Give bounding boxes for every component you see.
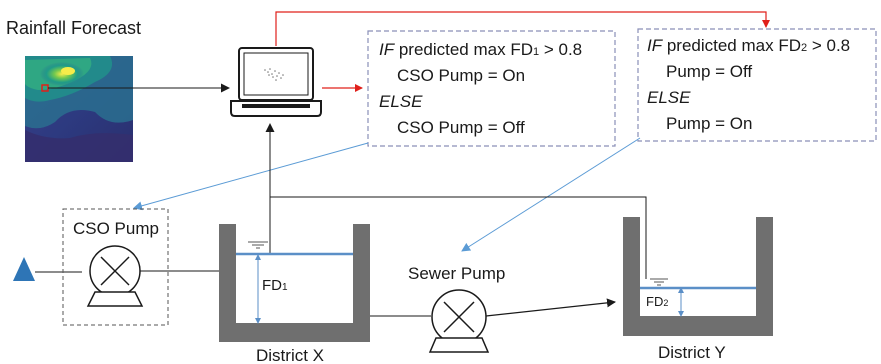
cso-pump-icon [86, 245, 144, 307]
rule1-if-line: IF predicted max FD1 > 0.8 [379, 40, 582, 59]
control-link-sewer [461, 137, 641, 252]
cso-pump-label: CSO Pump [73, 219, 159, 238]
district-x-tank [219, 224, 370, 342]
rainfall-radar-image [25, 56, 133, 162]
cso-pump-box [62, 208, 169, 326]
control-link-cso [133, 142, 369, 211]
sensor-line-y [270, 196, 647, 279]
pipe-pump-to-y [485, 298, 616, 317]
rule1-else-line: ELSE [379, 92, 423, 111]
district-x-label: District X [256, 346, 324, 364]
rule-box-cso [367, 30, 616, 147]
rule1-then-line: CSO Pump = On [397, 66, 525, 85]
laptop-icon [230, 47, 322, 117]
rule2-else-line: ELSE [647, 88, 691, 107]
rule2-then-line: Pump = Off [666, 62, 752, 81]
sewer-pump-icon [428, 289, 490, 353]
rule2-if-line: IF predicted max FD2 > 0.8 [647, 36, 850, 55]
fd1-label: FD1 [262, 277, 288, 294]
district-y-label: District Y [658, 343, 726, 362]
rainfall-forecast-title: Rainfall Forecast [6, 18, 141, 38]
rule-box-sewer [637, 28, 877, 142]
rule2-else-action: Pump = On [666, 114, 752, 133]
district-y-tank [623, 217, 773, 336]
signal-arrow-rule2 [275, 11, 770, 46]
fd2-label: FD2 [646, 294, 668, 309]
outfall-triangle [13, 257, 35, 281]
rule1-else-action: CSO Pump = Off [397, 118, 525, 137]
sewer-pump-label: Sewer Pump [408, 264, 505, 283]
